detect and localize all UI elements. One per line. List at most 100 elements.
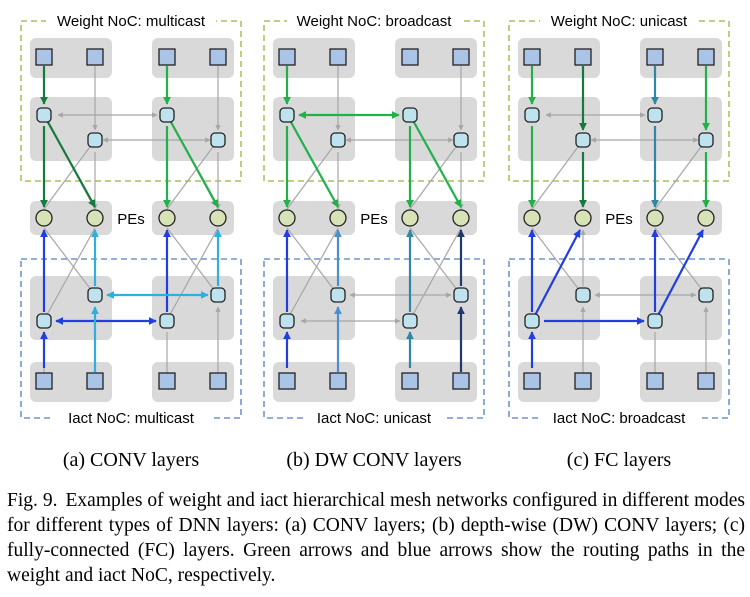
iact-glb-cluster bbox=[30, 362, 112, 402]
weight-router bbox=[647, 107, 663, 123]
weight-router bbox=[159, 107, 175, 123]
weight-router bbox=[87, 132, 103, 148]
weight-router-cluster bbox=[518, 97, 600, 161]
weight-glb-cluster bbox=[273, 38, 355, 78]
panel-sublabel: (b) DW CONV layers bbox=[286, 449, 462, 471]
weight-glb-square bbox=[209, 48, 227, 66]
iact-router bbox=[279, 313, 295, 329]
iact-router bbox=[698, 287, 714, 303]
panel-sublabel: (c) FC layers bbox=[567, 449, 672, 471]
pe-cluster bbox=[640, 201, 722, 235]
pe-node bbox=[646, 209, 664, 227]
iact-noc-box bbox=[20, 258, 242, 419]
iact-router bbox=[647, 313, 663, 329]
pe-node bbox=[329, 209, 347, 227]
iact-router-cluster bbox=[395, 276, 477, 340]
panel-sublabel: (a) CONV layers bbox=[63, 449, 199, 471]
iact-glb-cluster bbox=[518, 362, 600, 402]
weight-glb-square bbox=[697, 48, 715, 66]
pe-node bbox=[401, 209, 419, 227]
iact-glb-square bbox=[35, 372, 53, 390]
iact-router bbox=[330, 287, 346, 303]
pe-cluster bbox=[518, 201, 600, 235]
iact-glb-cluster bbox=[152, 362, 234, 402]
iact-router-cluster bbox=[518, 276, 600, 340]
weight-glb-square bbox=[329, 48, 347, 66]
weight-router bbox=[36, 107, 52, 123]
panel-a: Weight NoC: multicast Iact NoC: multicas… bbox=[20, 12, 242, 471]
pe-cluster bbox=[273, 201, 355, 235]
caption-text: Examples of weight and iact hierarchical… bbox=[7, 490, 745, 586]
pe-node bbox=[523, 209, 541, 227]
weight-glb-cluster bbox=[30, 38, 112, 78]
iact-router bbox=[210, 287, 226, 303]
weight-router bbox=[575, 132, 591, 148]
iact-noc-title: Iact NoC: broadcast bbox=[553, 410, 686, 427]
iact-noc-box bbox=[508, 258, 730, 419]
pe-cluster bbox=[30, 201, 112, 235]
weight-glb-square bbox=[401, 48, 419, 66]
iact-router-cluster bbox=[640, 276, 722, 340]
noc-figure: Weight NoC: multicast Iact NoC: multicas… bbox=[20, 12, 730, 471]
weight-glb-square bbox=[574, 48, 592, 66]
iact-router bbox=[524, 313, 540, 329]
pe-node bbox=[697, 209, 715, 227]
weight-glb-square bbox=[86, 48, 104, 66]
weight-glb-cluster bbox=[640, 38, 722, 78]
weight-router bbox=[330, 132, 346, 148]
pe-node bbox=[158, 209, 176, 227]
iact-router bbox=[159, 313, 175, 329]
weight-router-cluster bbox=[640, 97, 722, 161]
pe-node bbox=[278, 209, 296, 227]
weight-glb-cluster bbox=[395, 38, 477, 78]
weight-router bbox=[279, 107, 295, 123]
pe-node bbox=[574, 209, 592, 227]
iact-glb-square bbox=[158, 372, 176, 390]
weight-glb-square bbox=[278, 48, 296, 66]
pe-node bbox=[86, 209, 104, 227]
pe-node bbox=[209, 209, 227, 227]
weight-router-cluster bbox=[273, 97, 355, 161]
iact-router bbox=[87, 287, 103, 303]
weight-router-cluster bbox=[30, 97, 112, 161]
iact-glb-square bbox=[646, 372, 664, 390]
iact-glb-cluster bbox=[395, 362, 477, 402]
weight-noc-title: Weight NoC: unicast bbox=[551, 13, 688, 30]
iact-router bbox=[36, 313, 52, 329]
weight-router bbox=[453, 132, 469, 148]
weight-glb-cluster bbox=[518, 38, 600, 78]
weight-glb-cluster bbox=[152, 38, 234, 78]
weight-router-cluster bbox=[395, 97, 477, 161]
weight-glb-square bbox=[452, 48, 470, 66]
pe-cluster bbox=[152, 201, 234, 235]
iact-glb-square bbox=[523, 372, 541, 390]
iact-router-cluster bbox=[152, 276, 234, 340]
iact-glb-square bbox=[329, 372, 347, 390]
weight-router bbox=[210, 132, 226, 148]
iact-noc-title: Iact NoC: unicast bbox=[317, 410, 432, 427]
iact-glb-square bbox=[278, 372, 296, 390]
weight-noc-title: Weight NoC: multicast bbox=[57, 13, 206, 30]
panel-b: Weight NoC: broadcast Iact NoC: unicast … bbox=[263, 12, 485, 471]
iact-noc-title: Iact NoC: multicast bbox=[68, 410, 195, 427]
weight-glb-square bbox=[646, 48, 664, 66]
iact-router bbox=[575, 287, 591, 303]
weight-router bbox=[698, 132, 714, 148]
iact-router bbox=[453, 287, 469, 303]
panel-c: Weight NoC: unicast Iact NoC: broadcast … bbox=[508, 12, 730, 471]
pe-node bbox=[452, 209, 470, 227]
pe-label: PEs bbox=[605, 211, 633, 228]
iact-glb-square bbox=[86, 372, 104, 390]
pe-cluster bbox=[395, 201, 477, 235]
weight-glb-square bbox=[35, 48, 53, 66]
pe-node bbox=[35, 209, 53, 227]
weight-glb-square bbox=[158, 48, 176, 66]
weight-router-cluster bbox=[152, 97, 234, 161]
weight-glb-square bbox=[523, 48, 541, 66]
weight-router bbox=[402, 107, 418, 123]
weight-noc-title: Weight NoC: broadcast bbox=[297, 13, 453, 30]
weight-router bbox=[524, 107, 540, 123]
iact-glb-square bbox=[209, 372, 227, 390]
iact-glb-cluster bbox=[640, 362, 722, 402]
iact-router-cluster bbox=[30, 276, 112, 340]
